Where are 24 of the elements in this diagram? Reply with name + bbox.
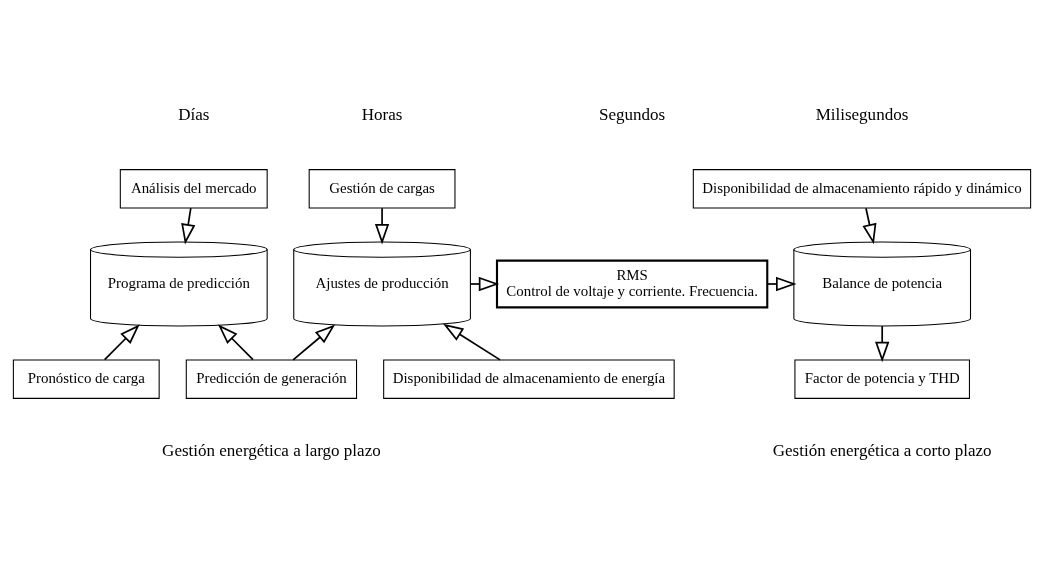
arrow	[766, 276, 797, 291]
node-box: Pronóstico de carga	[12, 359, 160, 399]
label: Horas	[361, 104, 403, 124]
label: Segundos	[599, 104, 666, 124]
arrow	[875, 324, 890, 362]
node-box: Análisis del mercado	[119, 168, 268, 208]
node-box: Disponibilidad de almacenamiento rápido y dinámico	[692, 168, 1032, 208]
arrow	[862, 206, 877, 244]
arrow	[374, 206, 390, 244]
arrow	[443, 323, 501, 361]
node-box: Factor de potencia y THD	[794, 359, 970, 399]
label: Gestión energética a corto plazo	[772, 440, 992, 460]
arrow	[469, 276, 500, 291]
arrow	[292, 324, 336, 361]
label: Milisegundos	[815, 104, 909, 124]
node-box: RMS Control de voltaje y corriente. Frecuencia.	[495, 259, 769, 308]
arrow	[181, 206, 196, 244]
label: Gestión energética a largo plazo	[162, 440, 381, 460]
node-box: Predicción de generación	[185, 359, 358, 399]
arrow	[217, 323, 254, 360]
label: Días	[178, 104, 210, 124]
node-box: Disponibilidad de almacenamiento de energía	[383, 359, 675, 399]
arrow	[103, 323, 140, 360]
node-box: Gestión de cargas	[308, 168, 456, 208]
